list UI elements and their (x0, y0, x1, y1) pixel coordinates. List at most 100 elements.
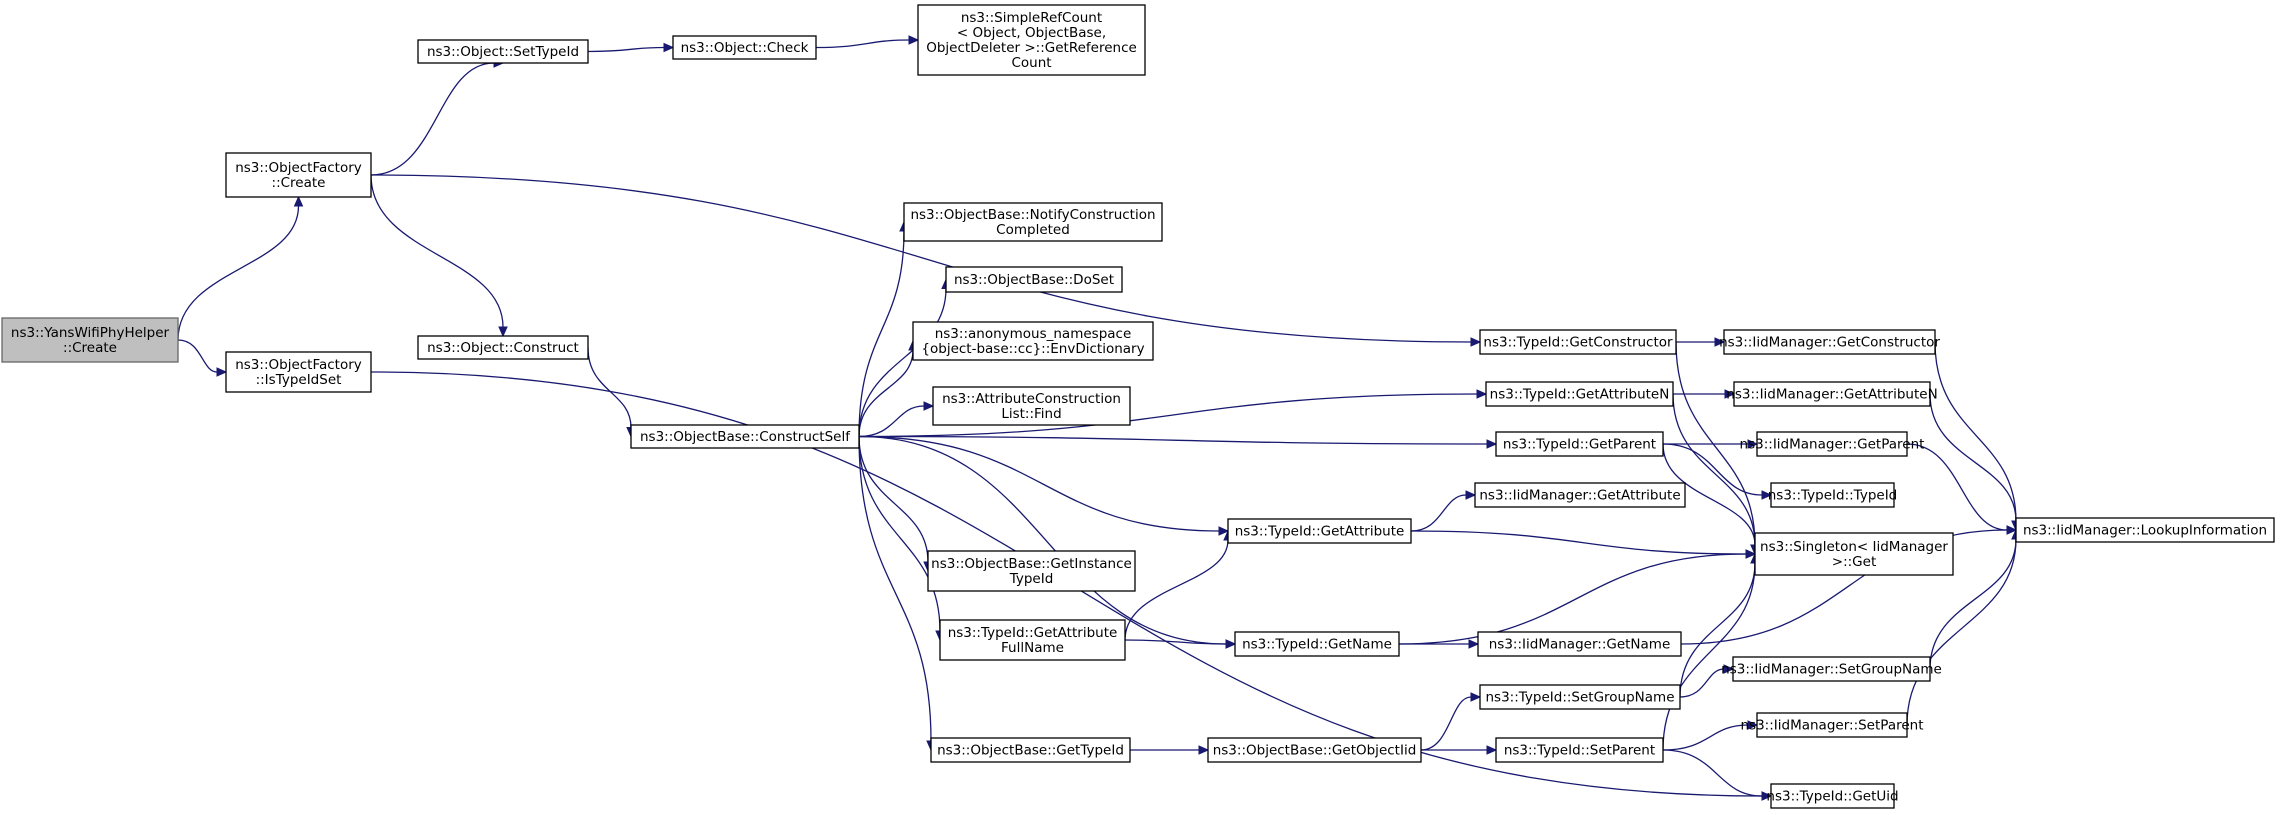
edge-line (1420, 696, 1472, 751)
node-iid-setgroupname[interactable]: ns3::IidManager::SetGroupName (1721, 656, 1942, 682)
node-label-line: ns3::IidManager::GetAttribute (1479, 488, 1680, 504)
node-tid-getconstructor[interactable]: ns3::TypeId::GetConstructor (1479, 329, 1677, 355)
edge-line (370, 62, 495, 176)
node-box (1, 317, 179, 363)
node-label-line: ns3::ObjectBase::NotifyConstruction (910, 207, 1155, 223)
node-ob-gettypeid[interactable]: ns3::ObjectBase::GetTypeId (930, 737, 1131, 763)
edge-line (1398, 553, 1747, 645)
node-obj-settypeid[interactable]: ns3::Object::SetTypeId (417, 39, 589, 64)
node-ob-notify[interactable]: ns3::ObjectBase::NotifyConstructionCompl… (903, 202, 1163, 242)
node-label-line: >::Get (1832, 554, 1876, 570)
node-simplerefcount[interactable]: ns3::SimpleRefCount< Object, ObjectBase,… (917, 4, 1146, 76)
edge-line (1662, 443, 1763, 496)
node-ob-getobjectiid[interactable]: ns3::ObjectBase::GetObjectIid (1207, 737, 1422, 763)
node-singleton-get[interactable]: ns3::Singleton< IidManager>::Get (1754, 532, 1954, 576)
edge-arrowhead (923, 401, 935, 411)
edge-line (587, 46, 665, 53)
node-ob-doset[interactable]: ns3::ObjectBase::DoSet (945, 266, 1123, 293)
node-iid-lookupinformation[interactable]: ns3::IidManager::LookupInformation (2015, 517, 2275, 543)
node-tid-setgroupname[interactable]: ns3::TypeId::SetGroupName (1479, 684, 1681, 710)
node-box (1485, 381, 1674, 407)
node-box (2015, 517, 2275, 543)
node-label-line: ns3::Object::Construct (427, 340, 579, 356)
node-iid-getattribute[interactable]: ns3::IidManager::GetAttribute (1474, 482, 1686, 508)
edge-yans_create-to-of_istypeidset (177, 339, 228, 377)
edge-line (587, 347, 632, 428)
node-box (945, 266, 1123, 293)
edge-obj_settypeid-to-obj_check (587, 42, 675, 53)
node-label-line: FullName (1001, 640, 1064, 656)
edge-ob_getobjectiid-to-tid_setparent (1421, 745, 1498, 755)
edge-arrowhead (1723, 664, 1735, 674)
node-label-line: ns3::IidManager::LookupInformation (2023, 523, 2267, 539)
node-tid-typeid[interactable]: ns3::TypeId::TypeId (1768, 482, 1898, 508)
node-box (1756, 431, 1908, 457)
nodes-layer: ns3::YansWifiPhyHelper::Createns3::Objec… (1, 4, 2275, 809)
node-label-line: ns3::Singleton< IidManager (1760, 539, 1948, 555)
node-of-create[interactable]: ns3::ObjectFactory::Create (225, 152, 372, 198)
edge-ob_constructself-to-ob_gettypeid (858, 436, 936, 752)
node-label-line: ns3::ObjectBase::GetTypeId (937, 743, 1124, 759)
edge-of_create-to-obj_construct (370, 174, 508, 338)
edge-line (177, 339, 218, 373)
node-obj-check[interactable]: ns3::Object::Check (672, 35, 817, 60)
node-iid-getname[interactable]: ns3::IidManager::GetName (1477, 631, 1682, 657)
node-tid-setparent[interactable]: ns3::TypeId::SetParent (1495, 737, 1664, 763)
node-box (417, 39, 589, 64)
edge-ob_constructself-to-attrconstlist_find (858, 401, 935, 438)
node-tid-getattributen[interactable]: ns3::TypeId::GetAttributeN (1485, 381, 1674, 407)
edge-arrowhead (908, 35, 920, 45)
node-label-line: ns3::IidManager::GetConstructor (1719, 335, 1940, 351)
node-label-line: ns3::IidManager::SetGroupName (1721, 662, 1942, 678)
node-envdict[interactable]: ns3::anonymous_namespace{object-base::cc… (912, 321, 1154, 361)
edge-line (1124, 539, 1229, 641)
node-box (1495, 737, 1664, 763)
node-box (927, 550, 1136, 592)
node-box (903, 202, 1163, 242)
node-box (1770, 783, 1895, 809)
edge-arrowhead (1476, 389, 1488, 399)
node-box (1479, 684, 1681, 710)
node-iid-getattributen[interactable]: ns3::IidManager::GetAttributeN (1726, 381, 1938, 407)
node-iid-getparent[interactable]: ns3::IidManager::GetParent (1740, 431, 1925, 457)
edge-arrowhead (216, 367, 228, 377)
edge-ob_constructself-to-tid_getattributefullname (858, 436, 945, 642)
edge-ob_constructself-to-tid_getparent (858, 435, 1498, 449)
node-label-line: ns3::ObjectBase::ConstructSelf (640, 429, 851, 445)
edge-ob_constructself-to-envdict (858, 339, 918, 437)
node-tid-getattribute[interactable]: ns3::TypeId::GetAttribute (1227, 518, 1412, 544)
node-tid-getuid[interactable]: ns3::TypeId::GetUid (1766, 783, 1899, 809)
edge-iid_getconstructor-to-iid_lookupinformation (1934, 341, 2021, 532)
node-label-line: ns3::Object::Check (681, 40, 809, 56)
node-of-istypeidset[interactable]: ns3::ObjectFactory::IsTypeIdSet (225, 351, 372, 393)
node-box (225, 152, 372, 198)
node-iid-setparent[interactable]: ns3::IidManager::SetParent (1741, 712, 1924, 738)
edge-line (370, 174, 1472, 343)
edge-ob_constructself-to-tid_getname (858, 435, 1237, 649)
edge-yans_create-to-of_create (177, 195, 304, 341)
node-obj-construct[interactable]: ns3::Object::Construct (417, 335, 589, 360)
node-iid-getconstructor[interactable]: ns3::IidManager::GetConstructor (1719, 329, 1940, 355)
node-label-line: ::Create (63, 340, 117, 356)
node-yans-create: ns3::YansWifiPhyHelper::Create (1, 317, 179, 363)
edge-line (1675, 341, 1756, 546)
edge-line (1662, 562, 1756, 751)
node-label-line: ns3::TypeId::SetGroupName (1485, 690, 1674, 706)
edge-tid_getattributen-to-singleton_get (1672, 393, 1760, 556)
node-label-line: ::IsTypeIdSet (256, 372, 342, 388)
node-box (672, 35, 817, 60)
node-tid-getname[interactable]: ns3::TypeId::GetName (1234, 631, 1400, 657)
node-label-line: Count (1011, 55, 1051, 71)
node-box (1770, 482, 1895, 508)
node-box (930, 737, 1131, 763)
edge-line (1906, 538, 2017, 726)
node-label-line: ns3::TypeId::GetAttributeN (1490, 387, 1670, 403)
edge-arrowhead (1486, 439, 1498, 449)
edge-line (1929, 393, 2017, 522)
node-tid-getparent[interactable]: ns3::TypeId::GetParent (1495, 431, 1664, 457)
node-ob-constructself[interactable]: ns3::ObjectBase::ConstructSelf (630, 424, 860, 449)
node-label-line: List::Find (1001, 406, 1061, 422)
